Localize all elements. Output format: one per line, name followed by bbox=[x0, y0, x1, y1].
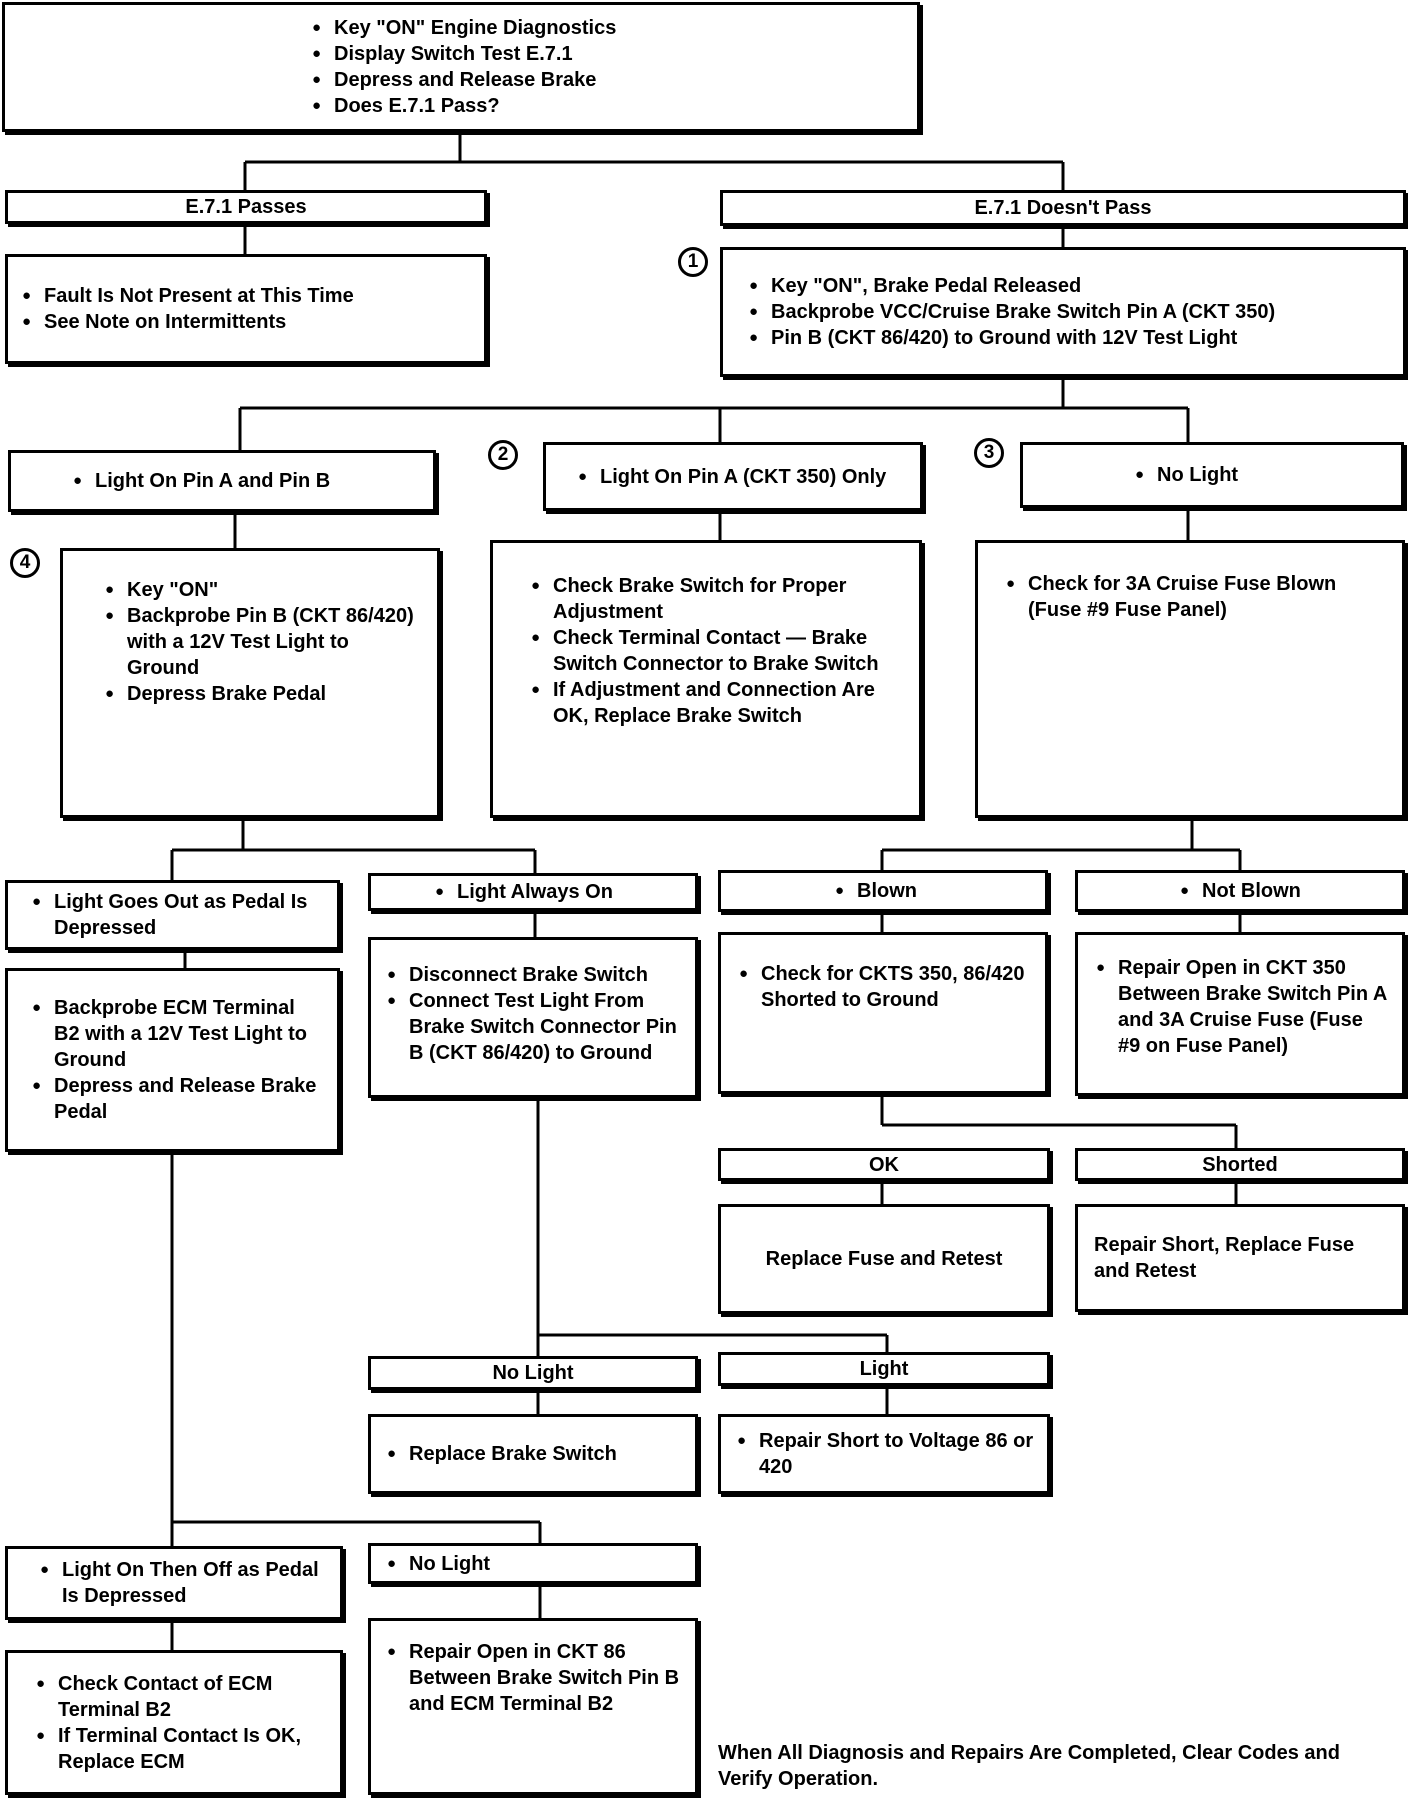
step-display-switch-test: Display Switch Test E.7.1 bbox=[310, 41, 905, 67]
branch-a-line-1: Key "ON" bbox=[103, 577, 417, 603]
always-on-label: Light Always On bbox=[433, 879, 683, 905]
fails-label: E.7.1 Doesn't Pass bbox=[974, 197, 1152, 219]
ok-label: OK bbox=[869, 1153, 899, 1176]
ecm-no-light-line-1: Repair Open in CKT 86 Between Brake Swit… bbox=[385, 1639, 683, 1717]
branch-b-label: Light On Pin A (CKT 350) Only bbox=[576, 464, 908, 490]
step-key-on: Key "ON" Engine Diagnostics bbox=[310, 15, 905, 41]
ecm-no-light-label: No Light bbox=[385, 1551, 683, 1577]
step-badge-3: 3 bbox=[974, 438, 1004, 468]
always-on-check-box: Disconnect Brake Switch Connect Test Lig… bbox=[368, 937, 698, 1098]
shorted-action: Repair Short, Replace Fuse and Retest bbox=[1094, 1234, 1355, 1282]
branch-a-label-box: Light On Pin A and Pin B bbox=[8, 450, 436, 512]
footer-note: When All Diagnosis and Repairs Are Compl… bbox=[718, 1742, 1340, 1790]
on-then-off-line-2: If Terminal Contact Is OK, Replace ECM bbox=[34, 1723, 328, 1775]
branch-b-label-box: Light On Pin A (CKT 350) Only bbox=[543, 442, 923, 511]
not-blown-line-1: Repair Open in CKT 350 Between Brake Swi… bbox=[1094, 955, 1390, 1059]
passes-label-box: E.7.1 Passes bbox=[5, 190, 487, 224]
not-blown-label-box: Not Blown bbox=[1075, 870, 1405, 912]
blown-label: Blown bbox=[833, 878, 1033, 904]
step-badge-2: 2 bbox=[488, 440, 518, 470]
branch-b-check-box: Check Brake Switch for Proper Adjustment… bbox=[490, 540, 922, 818]
ecm-no-light-label-box: No Light bbox=[368, 1543, 698, 1584]
al-light-line-1: Repair Short to Voltage 86 or 420 bbox=[735, 1428, 1035, 1480]
step-depress-release-brake: Depress and Release Brake bbox=[310, 67, 905, 93]
blown-check-box: Check for CKTS 350, 86/420 Shorted to Gr… bbox=[718, 932, 1048, 1094]
al-no-light-line-1: Replace Brake Switch bbox=[385, 1441, 683, 1467]
branch-a-line-3: Depress Brake Pedal bbox=[103, 681, 417, 707]
ok-label-box: OK bbox=[718, 1148, 1050, 1181]
al-no-light-label-box: No Light bbox=[368, 1356, 698, 1390]
branch-c-label: No Light bbox=[1133, 462, 1389, 488]
al-light-action-box: Repair Short to Voltage 86 or 420 bbox=[718, 1414, 1050, 1494]
al-no-light-action-box: Replace Brake Switch bbox=[368, 1414, 698, 1494]
shorted-label-box: Shorted bbox=[1075, 1148, 1405, 1181]
branch-b-line-2: Check Terminal Contact — Brake Switch Co… bbox=[529, 625, 899, 677]
branch-c-line-1: Check for 3A Cruise Fuse Blown (Fuse #9 … bbox=[1004, 571, 1382, 623]
passes-label: E.7.1 Passes bbox=[185, 196, 307, 218]
fails-line-3: Pin B (CKT 86/420) to Ground with 12V Te… bbox=[747, 325, 1391, 351]
fails-check-box: Key "ON", Brake Pedal Released Backprobe… bbox=[720, 247, 1406, 377]
ok-action-box: Replace Fuse and Retest bbox=[718, 1204, 1050, 1314]
step-does-test-pass: Does E.7.1 Pass? bbox=[310, 93, 905, 119]
goes-out-line-1: Backprobe ECM Terminal B2 with a 12V Tes… bbox=[30, 995, 325, 1073]
al-light-label-box: Light bbox=[718, 1352, 1050, 1386]
goes-out-line-2: Depress and Release Brake Pedal bbox=[30, 1073, 325, 1125]
ok-action: Replace Fuse and Retest bbox=[765, 1248, 1003, 1270]
branch-a-check-box: Key "ON" Backprobe Pin B (CKT 86/420) wi… bbox=[60, 548, 440, 818]
goes-out-label-box: Light Goes Out as Pedal Is Depressed bbox=[5, 880, 340, 950]
blown-label-box: Blown bbox=[718, 870, 1048, 912]
passes-result-box: Fault Is Not Present at This Time See No… bbox=[5, 254, 487, 364]
on-then-off-label: Light On Then Off as Pedal Is Depressed bbox=[38, 1557, 328, 1609]
ecm-no-light-action-box: Repair Open in CKT 86 Between Brake Swit… bbox=[368, 1618, 698, 1795]
al-light-label: Light bbox=[859, 1358, 909, 1380]
branch-a-label: Light On Pin A and Pin B bbox=[71, 468, 421, 494]
on-then-off-label-box: Light On Then Off as Pedal Is Depressed bbox=[5, 1546, 343, 1620]
al-no-light-label: No Light bbox=[492, 1362, 574, 1384]
branch-a-line-2: Backprobe Pin B (CKT 86/420) with a 12V … bbox=[103, 603, 417, 681]
step-badge-4: 4 bbox=[10, 548, 40, 578]
passes-line-1: Fault Is Not Present at This Time bbox=[20, 283, 472, 309]
step-badge-1: 1 bbox=[678, 247, 708, 277]
fails-label-box: E.7.1 Doesn't Pass bbox=[720, 190, 1406, 226]
always-on-label-box: Light Always On bbox=[368, 873, 698, 911]
branch-b-line-1: Check Brake Switch for Proper Adjustment bbox=[529, 573, 899, 625]
not-blown-label: Not Blown bbox=[1178, 878, 1390, 904]
branch-c-check-box: Check for 3A Cruise Fuse Blown (Fuse #9 … bbox=[975, 540, 1405, 818]
not-blown-check-box: Repair Open in CKT 350 Between Brake Swi… bbox=[1075, 932, 1405, 1096]
on-then-off-check-box: Check Contact of ECM Terminal B2 If Term… bbox=[5, 1650, 343, 1795]
fails-line-1: Key "ON", Brake Pedal Released bbox=[747, 273, 1391, 299]
goes-out-label: Light Goes Out as Pedal Is Depressed bbox=[30, 889, 325, 941]
goes-out-check-box: Backprobe ECM Terminal B2 with a 12V Tes… bbox=[5, 968, 340, 1152]
on-then-off-line-1: Check Contact of ECM Terminal B2 bbox=[34, 1671, 328, 1723]
passes-line-2: See Note on Intermittents bbox=[20, 309, 472, 335]
branch-c-label-box: No Light bbox=[1020, 442, 1404, 508]
shorted-label: Shorted bbox=[1202, 1153, 1278, 1176]
branch-b-line-3: If Adjustment and Connection Are OK, Rep… bbox=[529, 677, 899, 729]
always-on-line-1: Disconnect Brake Switch bbox=[385, 962, 683, 988]
blown-line-1: Check for CKTS 350, 86/420 Shorted to Gr… bbox=[737, 961, 1033, 1013]
diagnostic-start-box: Key "ON" Engine Diagnostics Display Swit… bbox=[2, 2, 920, 132]
shorted-action-box: Repair Short, Replace Fuse and Retest bbox=[1075, 1204, 1405, 1312]
fails-line-2: Backprobe VCC/Cruise Brake Switch Pin A … bbox=[747, 299, 1391, 325]
always-on-line-2: Connect Test Light From Brake Switch Con… bbox=[385, 988, 683, 1066]
